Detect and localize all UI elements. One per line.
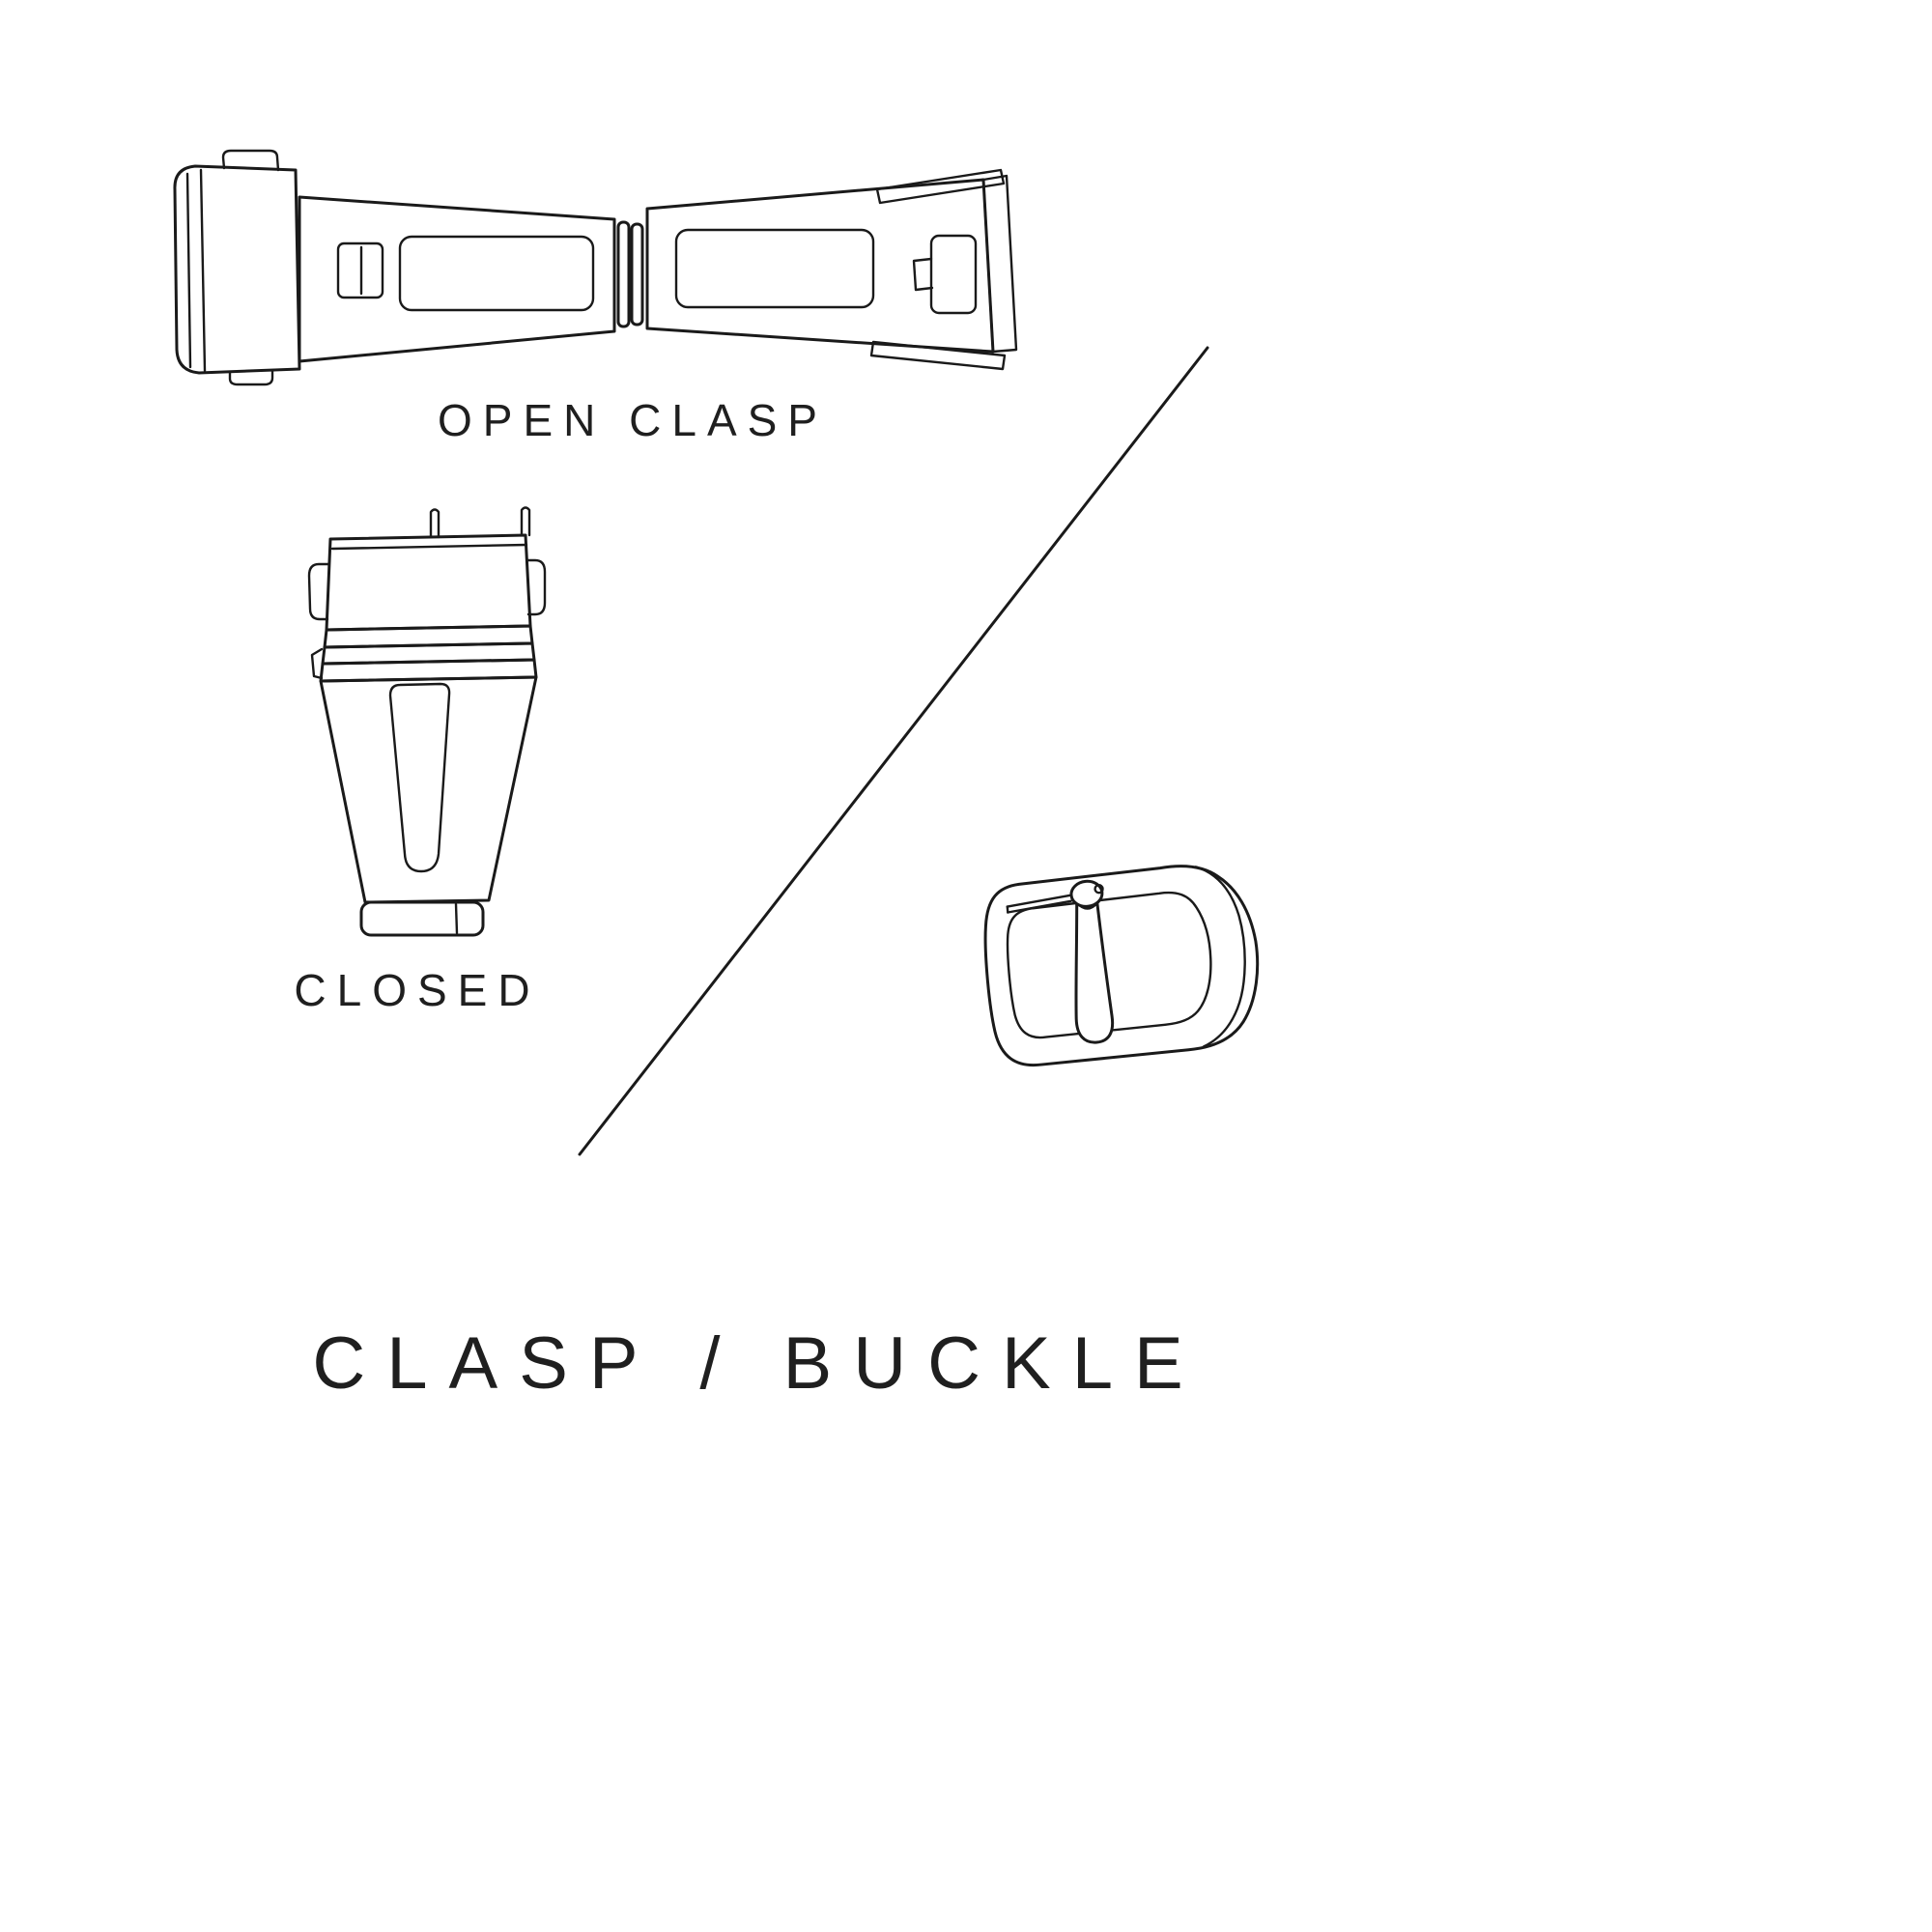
closed-clasp-caption: CLOSED [294, 965, 541, 1015]
closed-clasp-end-cap [359, 900, 485, 937]
open-clasp-hinge [616, 220, 644, 328]
closed-clasp-band-strips [310, 624, 538, 683]
closed-clasp-illustration [307, 506, 547, 937]
closed-clasp-prongs [429, 506, 531, 539]
open-clasp-left-link [173, 149, 301, 386]
page-title: CLASP / BUCKLE [312, 1322, 1205, 1405]
buckle-tang [1069, 879, 1115, 1044]
open-clasp-left-arm [298, 195, 616, 363]
buckle-frame [983, 865, 1260, 1067]
open-clasp-right-arm [645, 168, 1018, 371]
diagonal-divider-line [578, 346, 1209, 1156]
closed-clasp-body [319, 675, 538, 904]
open-clasp-caption: OPEN CLASP [438, 395, 828, 445]
open-clasp-illustration [173, 149, 1018, 386]
tang-buckle-illustration [983, 865, 1260, 1067]
closed-clasp-top-block [307, 533, 547, 632]
buckle-pin-bar [1006, 894, 1072, 914]
